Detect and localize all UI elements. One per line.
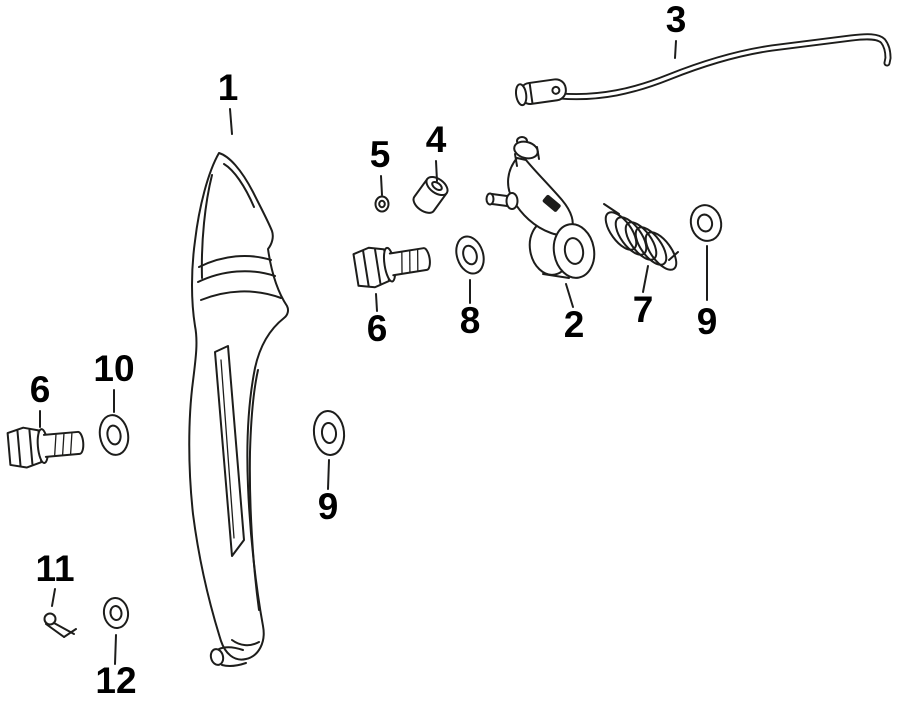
spring-tail-bottom bbox=[668, 251, 679, 261]
clip-loop bbox=[43, 612, 57, 626]
leader-12 bbox=[114, 634, 117, 665]
washer-hole bbox=[109, 605, 123, 621]
arm-cylinder-side bbox=[536, 146, 540, 160]
pin-flange bbox=[505, 192, 519, 210]
lever-foot-line bbox=[231, 639, 260, 647]
connector-hole bbox=[551, 85, 561, 95]
pin-bottom-line bbox=[491, 203, 508, 207]
clip-bend bbox=[63, 628, 77, 638]
part-4-spacer bbox=[412, 175, 449, 214]
callout-6-left: 6 bbox=[30, 369, 51, 410]
lever-thickness-line bbox=[248, 369, 260, 611]
part-1-lever-plate bbox=[188, 152, 289, 668]
part-12-washer bbox=[102, 597, 130, 629]
lever-slot-inner-line bbox=[220, 359, 235, 539]
callout-6-top: 6 bbox=[367, 308, 388, 349]
pin-top-line bbox=[491, 193, 508, 197]
part-3-link-rod bbox=[514, 33, 892, 107]
washer-outer bbox=[455, 235, 485, 275]
lever-outline bbox=[188, 152, 289, 661]
lever-band-line bbox=[200, 290, 282, 301]
callout-11: 11 bbox=[35, 548, 74, 589]
connector-ring bbox=[528, 82, 534, 104]
washer-outer bbox=[689, 204, 723, 242]
leader-2 bbox=[565, 283, 574, 308]
connector-cap bbox=[514, 83, 528, 107]
callout-leader-lines bbox=[39, 40, 708, 665]
part-2-lever-arm bbox=[485, 136, 596, 279]
rod-end-connector bbox=[514, 78, 567, 107]
callout-7: 7 bbox=[633, 289, 654, 330]
arm-marking bbox=[542, 194, 561, 212]
lever-pin-bottom bbox=[221, 662, 247, 668]
washer-outer bbox=[98, 414, 130, 456]
diagram-artwork bbox=[6, 33, 892, 668]
lever-pin-cap bbox=[209, 648, 225, 666]
washer-hole bbox=[106, 424, 122, 446]
part-8-washer bbox=[455, 235, 485, 275]
arm-cylinder-side bbox=[514, 153, 518, 167]
spacer-hole bbox=[431, 180, 443, 192]
boss-hole bbox=[563, 237, 585, 265]
clip-leg bbox=[45, 623, 65, 638]
callout-9-right: 9 bbox=[697, 301, 718, 342]
callout-12: 12 bbox=[95, 660, 136, 701]
callout-3: 3 bbox=[666, 0, 687, 40]
spring-tail-top bbox=[603, 203, 620, 215]
part-11-clip bbox=[43, 612, 77, 638]
washer-outer bbox=[102, 597, 130, 629]
callout-2: 2 bbox=[564, 304, 585, 345]
callout-1: 1 bbox=[218, 67, 239, 108]
boss-front-face bbox=[552, 223, 596, 279]
leader-11 bbox=[51, 588, 56, 607]
callout-9-mid: 9 bbox=[318, 486, 339, 527]
washer-hole bbox=[462, 244, 478, 266]
boss-bottom-edge bbox=[542, 273, 570, 279]
leader-7 bbox=[642, 265, 649, 293]
callout-10: 10 bbox=[93, 348, 134, 389]
washer-hole bbox=[696, 213, 714, 233]
leader-9-mid bbox=[327, 459, 330, 490]
lever-slot bbox=[214, 345, 245, 557]
lever-pin-top bbox=[218, 646, 244, 651]
part-7-spring bbox=[603, 203, 679, 271]
callout-5: 5 bbox=[370, 134, 391, 175]
callout-8: 8 bbox=[460, 300, 481, 341]
spring-coil bbox=[644, 231, 678, 271]
leader-4 bbox=[435, 160, 438, 182]
lever-band-line bbox=[197, 270, 276, 283]
lever-inner-edge-right bbox=[223, 163, 255, 208]
spacer-top-face bbox=[425, 175, 449, 197]
washer-outer bbox=[312, 410, 346, 456]
leader-6-top bbox=[375, 293, 378, 312]
washer-hole bbox=[320, 422, 338, 444]
leader-1 bbox=[229, 108, 233, 135]
spring-coil bbox=[634, 226, 668, 266]
leader-3 bbox=[674, 40, 677, 59]
lever-band-line bbox=[198, 255, 272, 268]
washer-outer bbox=[374, 195, 390, 213]
callout-labels: 1 2 3 4 5 6 6 7 8 9 9 10 11 12 bbox=[30, 0, 718, 701]
leader-5 bbox=[380, 175, 383, 196]
part-9-washer-right bbox=[689, 204, 723, 242]
pin-cap bbox=[485, 192, 495, 206]
callout-4: 4 bbox=[426, 119, 447, 160]
rod-tube-highlight bbox=[558, 35, 890, 99]
part-5-washer bbox=[374, 195, 390, 213]
part-10-washer bbox=[98, 414, 130, 456]
washer-hole bbox=[378, 199, 386, 209]
part-9-washer-middle bbox=[312, 410, 346, 456]
